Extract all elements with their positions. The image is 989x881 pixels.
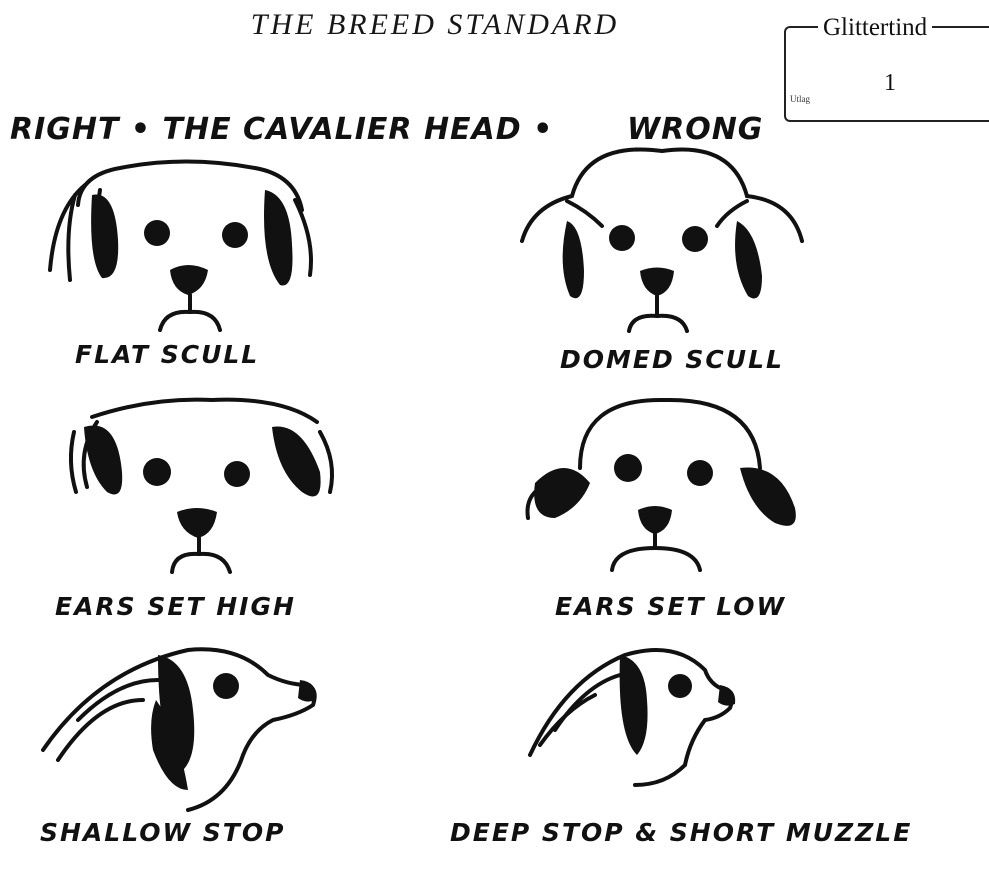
- dog-head-front-domed-skull-icon: [512, 146, 812, 356]
- dog-head-profile-deep-stop-icon: [525, 640, 755, 790]
- stamp: Glittertind 1 Utlag: [780, 14, 989, 118]
- caption-ears-set-high: EARS SET HIGH: [55, 592, 296, 621]
- stamp-small-text: Utlag: [790, 94, 810, 104]
- dog-head-front-ears-low-icon: [520, 398, 810, 588]
- dog-head-profile-shallow-stop-icon: [38, 640, 328, 820]
- heading-wrong-label: WRONG: [627, 112, 763, 147]
- caption-flat-skull: FLAT SCULL: [75, 340, 259, 369]
- heading-right-label: RIGHT • THE CAVALIER HEAD •: [10, 112, 553, 147]
- dog-head-front-flat-skull-icon: [40, 150, 330, 350]
- page-title: THE BREED STANDARD: [0, 8, 870, 42]
- caption-deep-stop-short-muzzle: DEEP STOP & SHORT MUZZLE: [450, 818, 912, 847]
- stamp-number: 1: [884, 70, 896, 97]
- caption-shallow-stop: SHALLOW STOP: [40, 818, 285, 847]
- caption-domed-skull: DOMED SCULL: [560, 345, 784, 374]
- caption-ears-set-low: EARS SET LOW: [555, 592, 786, 621]
- stamp-name: Glittertind: [818, 14, 932, 42]
- dog-head-front-ears-high-icon: [62, 392, 342, 592]
- section-heading: RIGHT • THE CAVALIER HEAD • WRONG: [10, 112, 553, 147]
